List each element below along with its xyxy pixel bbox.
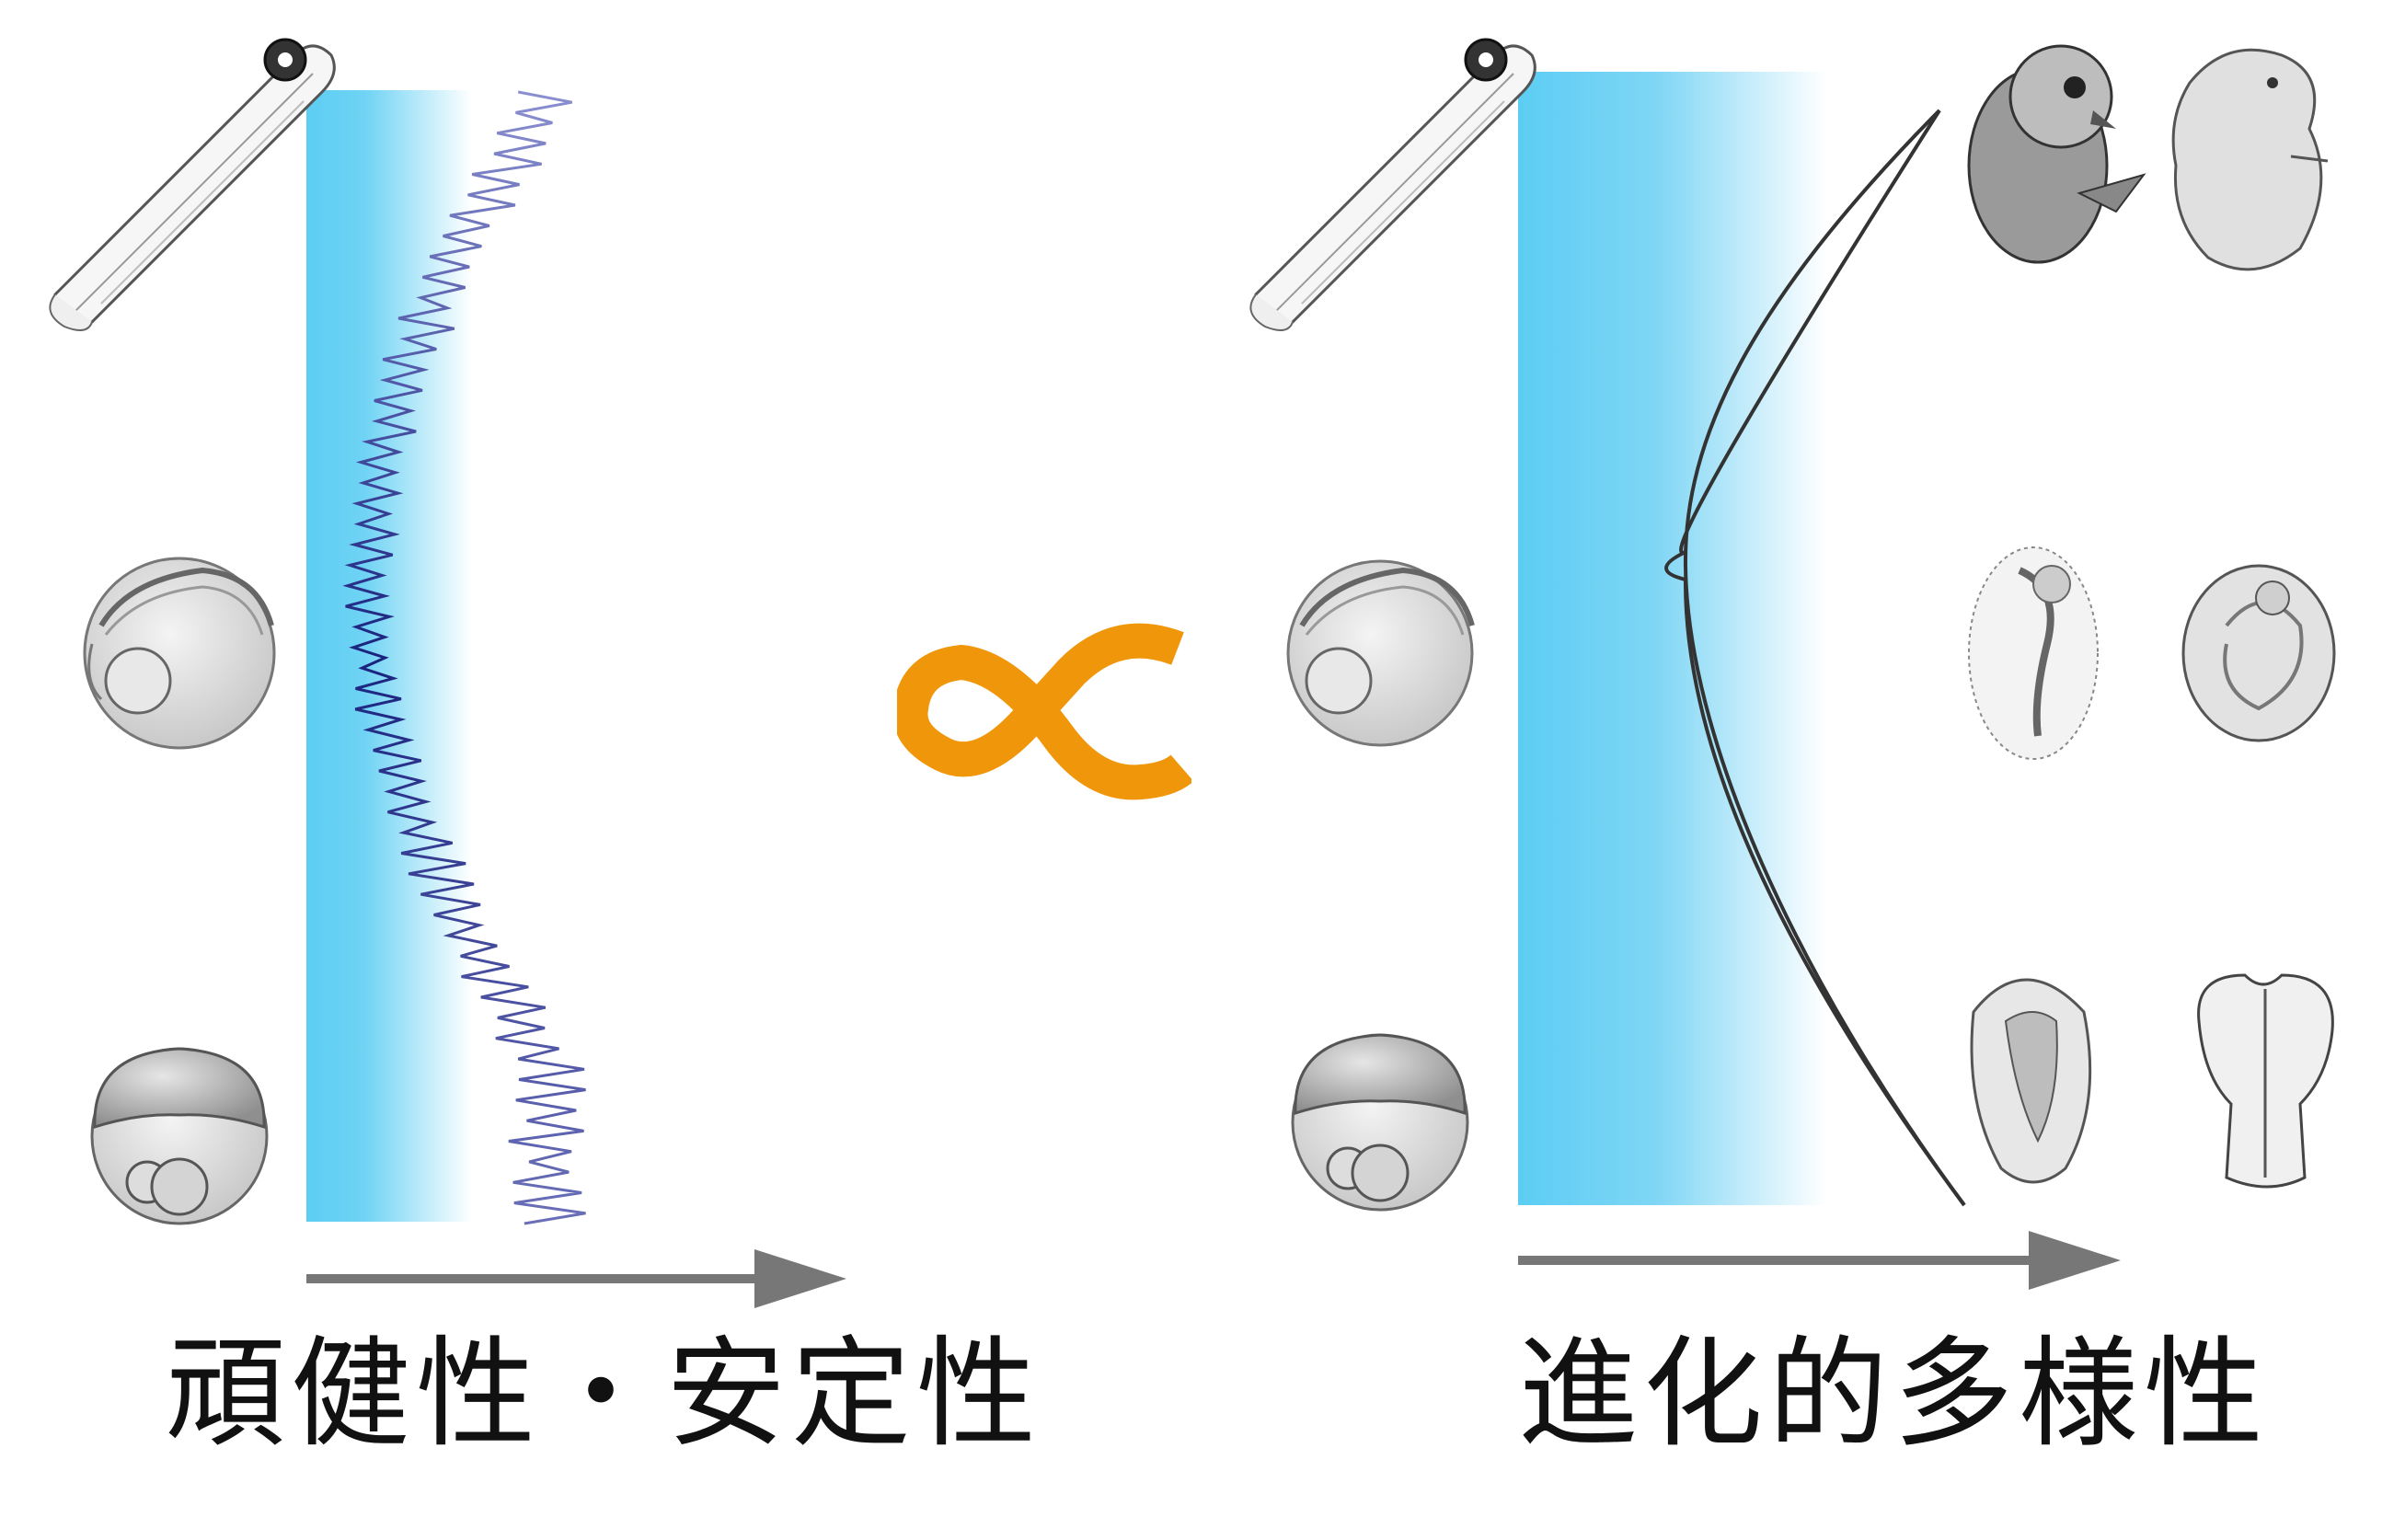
mouse-embryo-late-icon [2173,50,2328,270]
mouse-embryo-mid-icon [2183,566,2334,741]
left-time-arrow [306,1249,846,1308]
caption-evolutionary-diversity: 進化的多様性 [1518,1334,2269,1454]
early-embryo-icon [1293,1035,1467,1210]
chick-embryo-mid-icon [1969,547,2098,759]
caption-robustness: 頑健性・安定性 [166,1334,1041,1454]
early-embryo-icon [92,1049,267,1224]
right-time-arrow [1518,1231,2121,1290]
chick-embryo-early-icon [1972,980,2090,1182]
hatching-embryo-icon [1288,561,1472,745]
left-panel [50,40,846,1308]
larva-fish-icon [1250,40,1535,330]
larva-fish-icon [50,40,334,330]
right-gradient-bar [1518,72,1826,1205]
mouse-embryo-early-icon [2199,975,2333,1187]
chick-embryo-late-icon [1969,46,2144,262]
hatching-embryo-icon [85,558,274,748]
right-panel [1250,40,2334,1290]
proportional-to-icon [897,607,1191,819]
